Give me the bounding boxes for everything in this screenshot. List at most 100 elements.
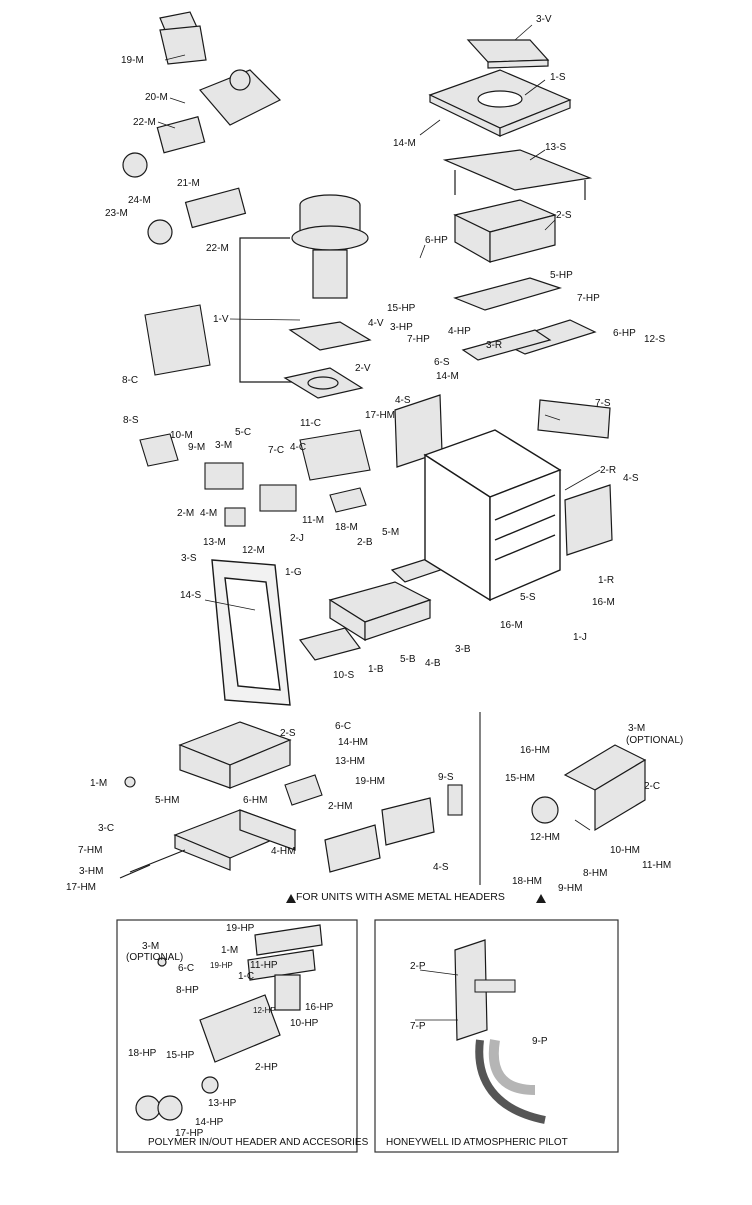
label-r-18hm: 18-HM (512, 876, 543, 887)
label-r-3m: 3-M (628, 723, 646, 734)
label-r-8hm: 8-HM (583, 868, 608, 879)
asme-banner: FOR UNITS WITH ASME METAL HEADERS (296, 891, 505, 903)
gasket-4v (288, 321, 372, 351)
panel-7s (537, 399, 611, 439)
label-m-3hm: 3-HM (79, 866, 104, 877)
label-6hp: 6-HP (425, 235, 448, 246)
label-p-19hp-s: 19-HP (210, 961, 233, 970)
label-p-10hp: 10-HP (290, 1018, 319, 1029)
asme-header (531, 744, 647, 832)
label-13s: 13-S (545, 142, 567, 153)
bracket-13s (442, 149, 593, 200)
label-p-14hp: 14-HP (195, 1117, 224, 1128)
label-18m: 18-M (335, 522, 358, 533)
label-4hp: 4-HP (448, 326, 471, 337)
label-7hp-b: 7-HP (577, 293, 600, 304)
label-11m: 11-M (302, 515, 325, 526)
label-5c: 5-C (235, 427, 252, 438)
label-p-17hp: 17-HP (175, 1128, 204, 1139)
label-r-9hm: 9-HM (558, 883, 583, 894)
label-p-13hp: 13-HP (208, 1098, 237, 1109)
label-3v: 3-V (536, 14, 552, 25)
label-7s: 7-S (595, 398, 611, 409)
label-5hp: 5-HP (550, 270, 573, 281)
label-m-6c: 6-C (335, 721, 352, 732)
label-p-6c: 6-C (178, 963, 195, 974)
label-11c: 11-C (300, 418, 321, 429)
plate-2v (283, 367, 364, 399)
label-4s-b: 4-S (623, 473, 639, 484)
label-9m: 9-M (188, 442, 206, 453)
label-r-optional: (OPTIONAL) (626, 735, 684, 746)
label-1j: 1-J (573, 632, 587, 643)
label-m-19hm: 19-HM (355, 776, 386, 787)
label-p-2hp: 2-HP (255, 1062, 278, 1073)
label-16m-b: 16-M (500, 620, 523, 631)
cabinet-1r (423, 429, 562, 602)
label-10m: 10-M (170, 430, 193, 441)
label-6hp-b: 6-HP (613, 328, 636, 339)
panel-right-frame (374, 919, 619, 1153)
label-3hp: 3-HP (390, 322, 413, 333)
panel-4s-right (564, 484, 613, 556)
top-cap-3v (466, 39, 550, 69)
pilot-panel-caption: HONEYWELL ID ATMOSPHERIC PILOT (386, 1137, 568, 1148)
banner-arrows (286, 894, 546, 903)
label-p-3m: 3-M (142, 941, 160, 952)
label-2b: 2-B (357, 537, 373, 548)
label-2s: 2-S (556, 210, 572, 221)
label-m-14hm: 14-HM (338, 737, 369, 748)
label-14m-mid: 14-M (436, 371, 459, 382)
label-8c: 8-C (122, 375, 139, 386)
label-2r: 2-R (600, 465, 617, 476)
label-14m-top: 14-M (393, 138, 416, 149)
asme-banner-text: FOR UNITS WITH ASME METAL HEADERS (296, 891, 505, 903)
label-p-16hp: 16-HP (305, 1002, 334, 1013)
label-3m: 3-M (215, 440, 233, 451)
burner-tray-1b (298, 581, 432, 661)
label-4v: 4-V (368, 318, 384, 329)
label-4s-a: 4-S (395, 395, 411, 406)
label-1s: 1-S (550, 72, 566, 83)
label-3r: 3-R (486, 340, 503, 351)
label-h-7p: 7-P (410, 1021, 426, 1032)
flue-collector-middle (178, 721, 292, 789)
label-2m: 2-M (177, 508, 195, 519)
label-24m: 24-M (128, 195, 151, 206)
label-p-12hp: 12-HP (253, 1006, 276, 1015)
panel-4s-middle-a (381, 797, 435, 846)
vent-1v (291, 194, 369, 299)
label-p-11hp: 11-HP (250, 960, 278, 971)
label-1b: 1-B (368, 664, 384, 675)
label-13m: 13-M (203, 537, 226, 548)
top-panel-1s (428, 69, 572, 137)
label-5m: 5-M (382, 527, 400, 538)
heat-exchanger-top (453, 277, 597, 361)
label-1r: 1-R (598, 575, 615, 586)
label-16m-a: 16-M (592, 597, 615, 608)
label-h-2p: 2-P (410, 961, 426, 972)
label-p-optional: (OPTIONAL) (126, 952, 184, 963)
label-21m: 21-M (177, 178, 200, 189)
label-22m-b: 22-M (206, 243, 229, 254)
label-12s: 12-S (644, 334, 666, 345)
label-m-17hm: 17-HM (66, 882, 97, 893)
label-r-10hm: 10-HM (610, 845, 641, 856)
label-15hp: 15-HP (387, 303, 416, 314)
polymer-panel-caption: POLYMER IN/OUT HEADER AND ACCESORIES (148, 1137, 369, 1148)
label-2v: 2-V (355, 363, 371, 374)
panel-4s-middle-b (324, 824, 381, 873)
label-r-12hm: 12-HM (530, 832, 561, 843)
label-7c: 7-C (268, 445, 285, 456)
label-p-15hp: 15-HP (166, 1050, 195, 1061)
polymer-header (135, 924, 323, 1121)
flue-collector-2s (453, 199, 557, 264)
label-p-8hp: 8-HP (176, 985, 199, 996)
label-m-2s: 2-S (280, 728, 296, 739)
label-p-1m: 1-M (221, 945, 239, 956)
label-4c: 4-C (290, 442, 307, 453)
label-5b: 5-B (400, 654, 416, 665)
label-8s: 8-S (123, 415, 139, 426)
